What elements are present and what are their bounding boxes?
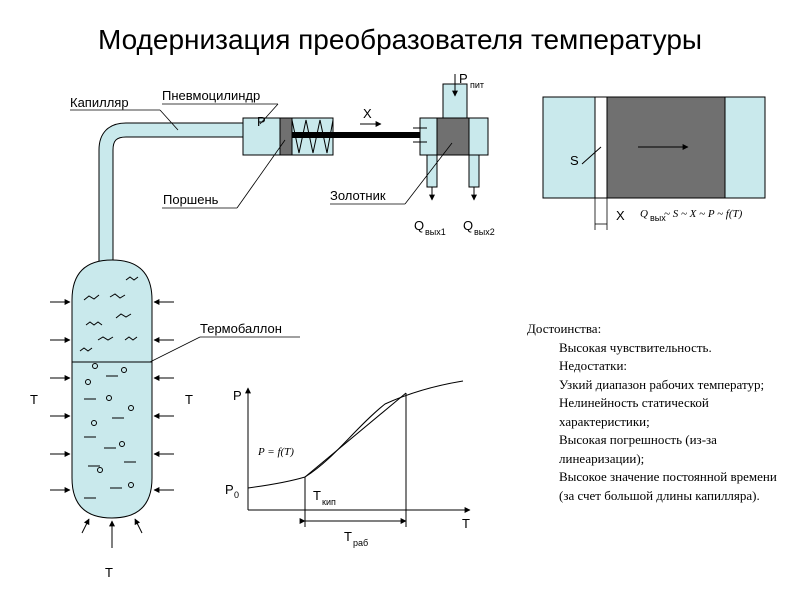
temperature-right-label: T	[185, 392, 193, 407]
spool-detail: S X Q вых ~ S ~ X ~ P ~ f(T)	[542, 96, 766, 230]
temperature-bottom-label: T	[105, 565, 113, 580]
detail-formula-subscript: вых	[650, 213, 666, 223]
advantage-item: Высокая чувствительность.	[559, 339, 712, 355]
pneumatic-cylinder: P	[242, 114, 420, 156]
disadvantages-heading: Недостатки:	[559, 358, 628, 373]
chart-y-label: P	[233, 388, 242, 403]
output-flow-2-label: Q	[463, 218, 473, 233]
detail-displacement-label: X	[616, 208, 625, 223]
heat-arrows	[50, 299, 174, 548]
bulb-label: Термобаллон	[200, 321, 282, 336]
piston-label: Поршень	[163, 192, 219, 207]
temperature-left-label: T	[30, 392, 38, 407]
cylinder-label: Пневмоцилиндр	[162, 88, 260, 103]
disadvantage-item: Нелинейность статической характеристики;	[559, 395, 709, 429]
advantages-heading: Достоинства:	[527, 321, 602, 336]
chart-tkip-subscript: кип	[322, 497, 336, 507]
pressure-label: P	[257, 114, 266, 129]
displacement-label: X	[363, 106, 372, 121]
disadvantage-item: Узкий диапазон рабочих температур;	[559, 376, 765, 392]
chart-characteristic-curve	[247, 380, 464, 489]
slide-title: Модернизация преобразователя температуры	[97, 24, 703, 55]
pros-cons-list: Достоинства: Высокая чувствительность. Н…	[527, 320, 787, 505]
chart-tkip-label: T	[313, 488, 321, 503]
chart-annotation: P = f(T)	[257, 446, 294, 458]
chart-x-label: T	[462, 516, 470, 531]
detail-formula-rest: ~ S ~ X ~ P ~ f(T)	[664, 208, 743, 220]
supply-pressure-label: P	[459, 71, 468, 86]
detail-formula-q: Q	[640, 208, 648, 220]
capillary-label: Капилляр	[70, 95, 129, 110]
thermo-bulb	[71, 259, 153, 519]
output-flow-1-subscript: вых1	[425, 227, 446, 237]
output-flow-1-label: Q	[414, 218, 424, 233]
spool-label: Золотник	[330, 188, 386, 203]
capillary-tube	[98, 122, 243, 262]
chart-p0-subscript: 0	[234, 490, 239, 500]
disadvantage-item: Высокое значение постоянной времени (за …	[559, 469, 777, 503]
chart-traab-subscript: раб	[353, 538, 368, 548]
supply-pressure-subscript: пит	[470, 80, 484, 90]
spool-valve: P пит X Q вых1 Q вых2	[360, 71, 495, 237]
output-flow-2-subscript: вых2	[474, 227, 495, 237]
gap-area-label: S	[570, 153, 579, 168]
chart-p0-label: P	[225, 482, 234, 497]
chart-traab-label: T	[344, 529, 352, 544]
chart-linearization-line	[304, 392, 407, 478]
disadvantage-item: Высокая погрешность (из-за линеаризации)…	[559, 432, 717, 466]
callouts	[70, 103, 453, 363]
pressure-temperature-chart: P T P 0 T кип T раб P = f(T)	[225, 380, 471, 548]
